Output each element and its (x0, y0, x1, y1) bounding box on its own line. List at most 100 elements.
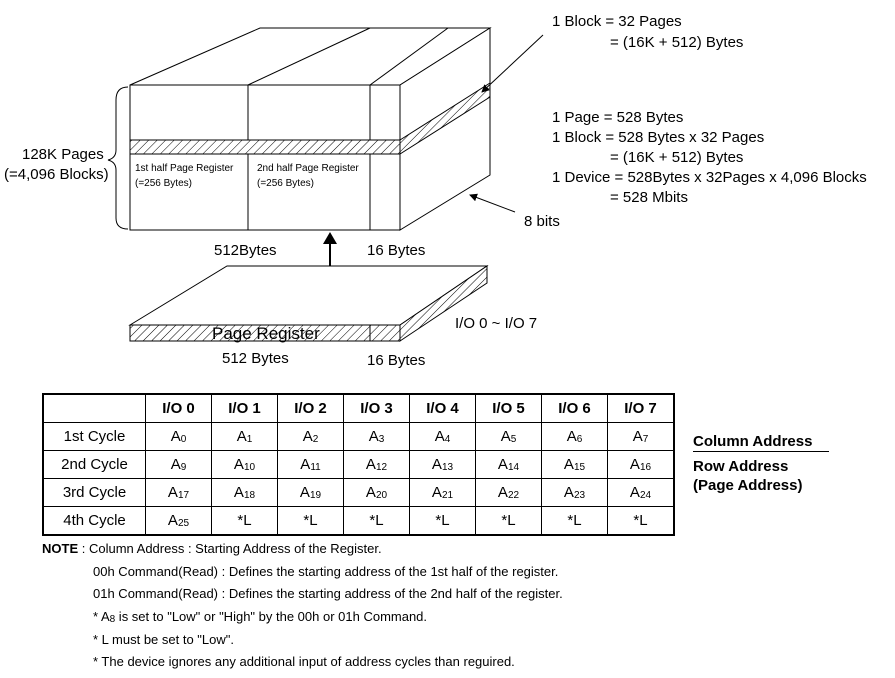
address-letter: A (566, 428, 577, 445)
address-subscript: 1 (246, 434, 253, 445)
row-address-label: Row Address (Page Address) (693, 457, 802, 495)
address-cell: A20 (343, 478, 410, 507)
address-cell: A6 (541, 422, 608, 451)
column-address-label: Column Address (693, 433, 829, 452)
address-cell: A2 (277, 422, 344, 451)
note-line-6: * The device ignores any additional inpu… (93, 654, 515, 669)
address-letter: *L (303, 512, 318, 529)
left-brace (107, 86, 129, 230)
address-subscript: 15 (573, 462, 586, 473)
spec-device-mbits: = 528 Mbits (610, 189, 688, 206)
address-subscript: 13 (441, 462, 454, 473)
register-spare-bytes-label: 16 Bytes (367, 352, 425, 369)
table-corner-cell (42, 393, 146, 423)
nand-array-diagram: 1 Block = 32 Pages = (16K + 512) Bytes 1… (4, 13, 867, 369)
address-cell: A16 (607, 450, 675, 479)
address-letter: A (236, 428, 247, 445)
cycle-label: 4th Cycle (42, 506, 146, 536)
address-subscript: 14 (507, 462, 520, 473)
register-side-face (399, 265, 488, 342)
address-subscript: 3 (378, 434, 385, 445)
address-cycle-table: I/O 0 I/O 1 I/O 2 I/O 3 I/O 4 I/O 5 I/O … (42, 393, 675, 536)
cycle-label: 1st Cycle (42, 422, 146, 451)
address-subscript: 10 (243, 462, 256, 473)
address-subscript: 11 (310, 462, 321, 473)
spec-device-size: 1 Device = 528Bytes x 32Pages x 4,096 Bl… (552, 169, 867, 186)
spec-block-bytes: 1 Block = 528 Bytes x 32 Pages (552, 129, 764, 146)
header-io-7: I/O 7 (607, 393, 675, 423)
page-register-title: Page Register (212, 324, 320, 343)
address-subscript: 16 (639, 462, 652, 473)
address-cell: A14 (475, 450, 542, 479)
note-label: NOTE (42, 541, 79, 556)
bits-pointer-arrow (469, 193, 516, 213)
address-subscript: 22 (507, 490, 520, 501)
note-line-4: * A8 is set to "Low" or "High" by the 00… (93, 609, 427, 625)
address-cell: A17 (145, 478, 212, 507)
second-half-register-label: 2nd half Page Register (257, 163, 359, 174)
page-stripe-front (129, 139, 401, 155)
address-cell: A19 (277, 478, 344, 507)
address-subscript: 4 (444, 434, 451, 445)
address-cell: A12 (343, 450, 410, 479)
address-cell: *L (211, 506, 278, 536)
header-io-5: I/O 5 (475, 393, 542, 423)
address-cell: A23 (541, 478, 608, 507)
address-subscript: 20 (375, 490, 388, 501)
cube-top-divider-2 (369, 27, 449, 86)
address-letter: *L (237, 512, 252, 529)
address-letter: A (170, 456, 181, 473)
address-subscript: 17 (177, 490, 190, 501)
spec-block-total: = (16K + 512) Bytes (610, 149, 743, 166)
address-letter: A (167, 484, 178, 501)
address-subscript: 9 (180, 462, 187, 473)
cube-spare-bytes-label: 16 Bytes (367, 242, 425, 259)
address-letter: *L (501, 512, 516, 529)
address-letter: *L (435, 512, 450, 529)
address-letter: *L (633, 512, 648, 529)
address-cell: A10 (211, 450, 278, 479)
address-subscript: 0 (180, 434, 187, 445)
row-address-line1: Row Address (693, 458, 789, 475)
address-letter: A (300, 456, 311, 473)
address-cell: A5 (475, 422, 542, 451)
note-line-1: NOTE : Column Address : Starting Address… (42, 541, 382, 556)
header-io-1: I/O 1 (211, 393, 278, 423)
address-subscript: 7 (642, 434, 649, 445)
register-main-bytes-label: 512 Bytes (222, 350, 289, 367)
address-letter: A (629, 484, 640, 501)
address-cell: A1 (211, 422, 278, 451)
header-io-6: I/O 6 (541, 393, 608, 423)
header-io-3: I/O 3 (343, 393, 410, 423)
address-cell: A11 (277, 450, 344, 479)
page-stripe-side (399, 82, 491, 155)
address-subscript: 12 (375, 462, 388, 473)
address-cell: A24 (607, 478, 675, 507)
address-cell: *L (475, 506, 542, 536)
address-cell: A0 (145, 422, 212, 451)
cube-main-bytes-label: 512Bytes (214, 242, 277, 259)
address-cell: A3 (343, 422, 410, 451)
address-subscript: 6 (576, 434, 583, 445)
note-line-3: 01h Command(Read) : Defines the starting… (93, 586, 563, 601)
address-cell: *L (277, 506, 344, 536)
address-letter: A (233, 484, 244, 501)
address-letter: A (563, 484, 574, 501)
second-half-register-size: (=256 Bytes) (257, 178, 314, 189)
note-text: : Column Address : Starting Address of t… (78, 541, 382, 556)
address-letter: A (629, 456, 640, 473)
block-bytes-label: = (16K + 512) Bytes (610, 34, 743, 51)
address-letter: A (365, 456, 376, 473)
address-letter: A (170, 428, 181, 445)
address-cell: *L (343, 506, 410, 536)
address-letter: A (632, 428, 643, 445)
row-address-line2: (Page Address) (693, 477, 803, 494)
memory-array-cube (129, 27, 492, 231)
address-cell: A21 (409, 478, 476, 507)
note-line-4-pre: * A (93, 609, 110, 624)
header-io-4: I/O 4 (409, 393, 476, 423)
address-cell: A9 (145, 450, 212, 479)
